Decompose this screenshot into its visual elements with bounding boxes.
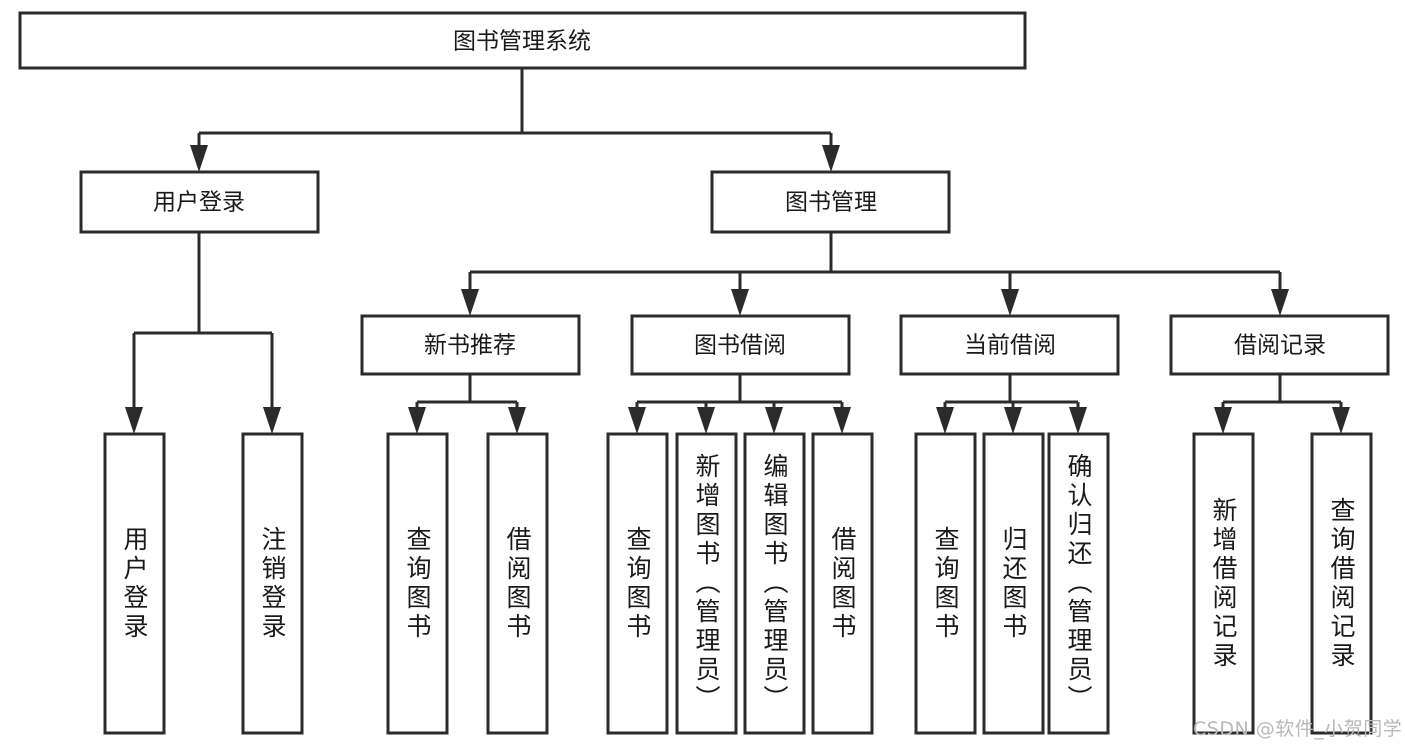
arrow-head-bb-leaf3 [765,407,783,434]
node-label-root: 图书管理系统 [453,29,591,55]
arrow-head-br-leaf1 [1214,407,1232,434]
edge-group-root [190,68,840,172]
leaf-box-book-borrow-edit[interactable] [743,432,806,735]
edge-group-borrow-record [1214,374,1350,434]
edge-group-current-borrow [936,374,1087,434]
arrow-head-cb-leaf1 [936,407,954,434]
arrow-head-nb-leaf1 [408,407,426,434]
node-box-root[interactable] [18,11,1027,70]
node-label-borrow-record: 借阅记录 [1234,333,1326,359]
leaf-box-new-book-borrow[interactable] [486,432,549,735]
node-label-current-borrow: 当前借阅 [964,333,1056,359]
leaf-box-new-book-query[interactable] [386,432,449,735]
arrow-head-leaf-user-login [125,407,143,434]
arrow-head-leaf-logout [263,407,281,434]
edge-group-new-book [408,374,526,434]
edge-group-user-login [125,232,281,434]
node-box-new-book-recommend[interactable] [360,314,581,376]
node-box-current-borrow[interactable] [899,314,1120,376]
leaf-box-book-borrow-query[interactable] [606,432,669,735]
leaf-box-book-borrow-add[interactable] [675,432,738,735]
arrow-head-bb-leaf2 [697,407,715,434]
node-box-book-borrow[interactable] [630,314,851,376]
edge-group-book-manage [461,232,1289,316]
arrow-head-nb-leaf2 [508,407,526,434]
arrow-head-book-manage [822,145,840,172]
arrow-head-cb-leaf2 [1004,407,1022,434]
node-box-borrow-record[interactable] [1169,314,1390,376]
leaf-box-borrow-record-add[interactable] [1192,432,1255,735]
arrow-head-bb-leaf1 [628,407,646,434]
node-label-book-manage: 图书管理 [785,190,877,216]
arrow-head-cb-leaf3 [1069,407,1087,434]
arrow-head-book-borrow [731,289,749,316]
arrow-head-borrow-record [1271,289,1289,316]
node-box-book-manage[interactable] [710,170,951,234]
leaf-box-book-borrow-borrow[interactable] [811,432,874,735]
leaf-box-current-borrow-confirm[interactable] [1047,432,1110,735]
node-label-new-book-recommend: 新书推荐 [424,333,516,359]
node-label-book-borrow: 图书借阅 [694,333,786,359]
edge-group-book-borrow [628,374,851,434]
node-box-user-login[interactable] [79,170,320,234]
arrow-head-new-book [461,289,479,316]
node-label-user-login: 用户登录 [153,190,245,216]
leaf-box-current-borrow-query[interactable] [914,432,977,735]
leaf-box-user-login-logout[interactable] [241,432,304,735]
leaf-box-user-login-login[interactable] [103,432,166,735]
arrow-head-bb-leaf4 [833,407,851,434]
csdn-watermark: CSDN @软件_小贺同学 [1193,718,1403,740]
arrow-head-current-borrow [1001,289,1019,316]
arrow-head-user-login [190,145,208,172]
leaf-box-current-borrow-return[interactable] [982,432,1045,735]
arrow-head-br-leaf2 [1332,407,1350,434]
leaf-box-borrow-record-query[interactable] [1310,432,1373,735]
